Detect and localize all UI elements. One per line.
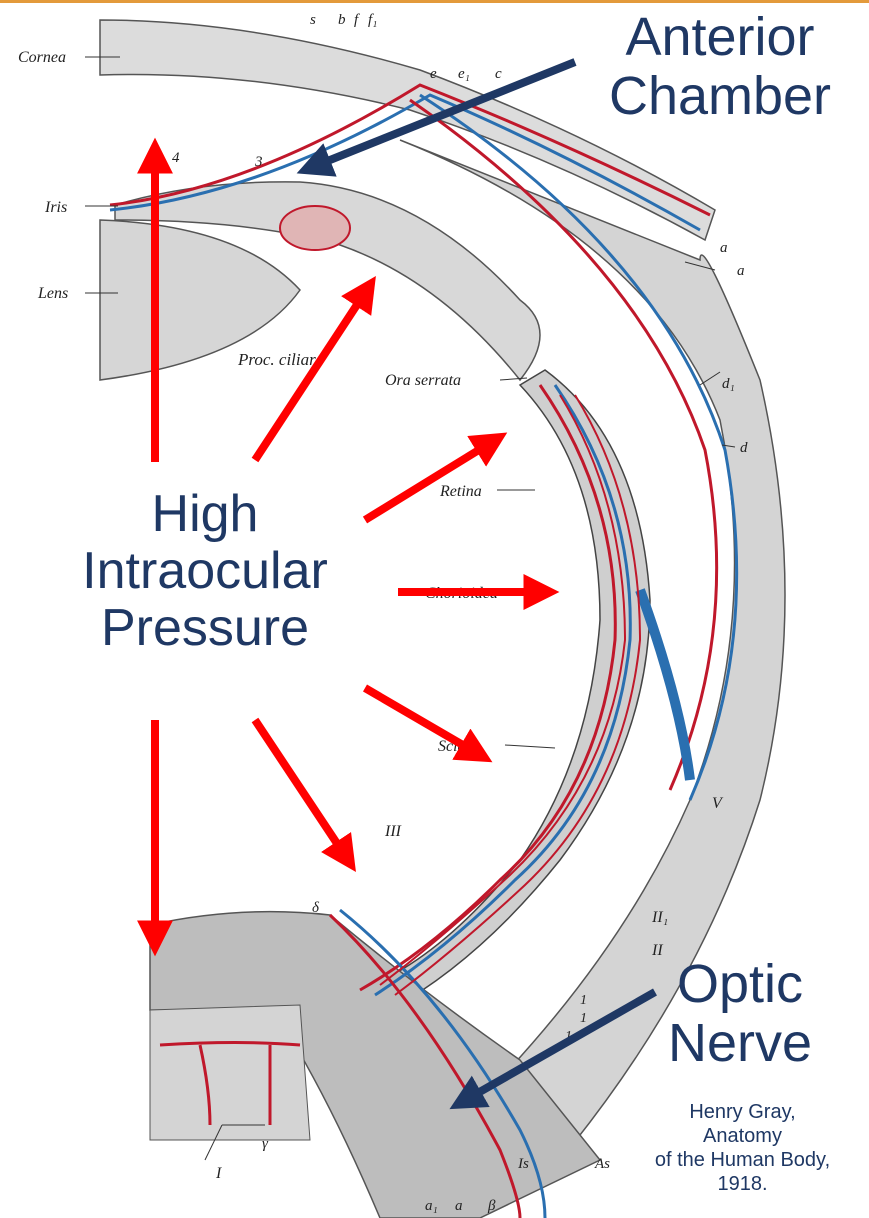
- label-a-bottom: a: [455, 1198, 463, 1214]
- optic-line-1: Optic: [620, 955, 860, 1014]
- label-s: s: [310, 12, 316, 28]
- optic-line-2: Nerve: [620, 1014, 860, 1073]
- label-one-b: 1: [580, 1011, 587, 1026]
- label-four: 4: [172, 150, 180, 166]
- pressure-arrow-right-upper: [365, 440, 495, 520]
- label-beta: β: [487, 1198, 496, 1214]
- label-f: f: [354, 12, 360, 28]
- label-iris: Iris: [44, 199, 67, 216]
- label-delta: δ: [312, 900, 320, 916]
- high-line-1: High: [30, 486, 380, 543]
- anterior-line-1: Anterior: [570, 8, 869, 67]
- label-proc-ciliar: Proc. ciliar.: [237, 350, 318, 369]
- label-i: I: [215, 1165, 222, 1182]
- label-b: b: [338, 12, 346, 28]
- label-iii: III: [384, 823, 402, 840]
- label-retina: Retina: [439, 483, 482, 500]
- label-cornea: Cornea: [18, 49, 66, 66]
- credit-line-3: of the Human Body,: [620, 1148, 865, 1172]
- high-line-2: Intraocular: [30, 543, 380, 600]
- source-credit: Henry Gray, Anatomy of the Human Body, 1…: [620, 1100, 865, 1196]
- optic-nerve-callout: Optic Nerve: [620, 955, 860, 1074]
- label-is: Is: [517, 1156, 529, 1172]
- label-f1: f₁: [368, 12, 377, 28]
- retina-lower-layer: [150, 1005, 310, 1140]
- label-a-upper: a: [720, 240, 728, 256]
- credit-line-4: 1918.: [620, 1172, 865, 1196]
- credit-line-2: Anatomy: [620, 1124, 865, 1148]
- anterior-chamber-callout: Anterior Chamber: [570, 8, 869, 127]
- pressure-arrow-right-lower: [365, 688, 480, 755]
- label-e: e: [430, 66, 437, 82]
- label-c: c: [495, 66, 502, 82]
- high-pressure-callout: High Intraocular Pressure: [30, 486, 380, 658]
- label-a-lower: a: [737, 263, 745, 279]
- label-lens: Lens: [37, 285, 68, 302]
- label-one-a: 1: [580, 993, 587, 1008]
- pressure-arrow-down-right: [255, 720, 348, 860]
- label-a1-bottom: a₁: [425, 1198, 438, 1214]
- label-d: d: [740, 440, 748, 456]
- label-e1: e₁: [458, 66, 470, 82]
- high-line-3: Pressure: [30, 600, 380, 657]
- label-ora-serrata: Ora serrata: [385, 372, 461, 389]
- label-three: 3: [254, 154, 263, 170]
- ciliary-body: [280, 206, 350, 250]
- anterior-line-2: Chamber: [570, 67, 869, 126]
- credit-line-1: Henry Gray,: [620, 1100, 865, 1124]
- label-ii1: II₁: [651, 909, 668, 926]
- label-as: As: [594, 1156, 610, 1172]
- label-d1: d₁: [722, 376, 735, 392]
